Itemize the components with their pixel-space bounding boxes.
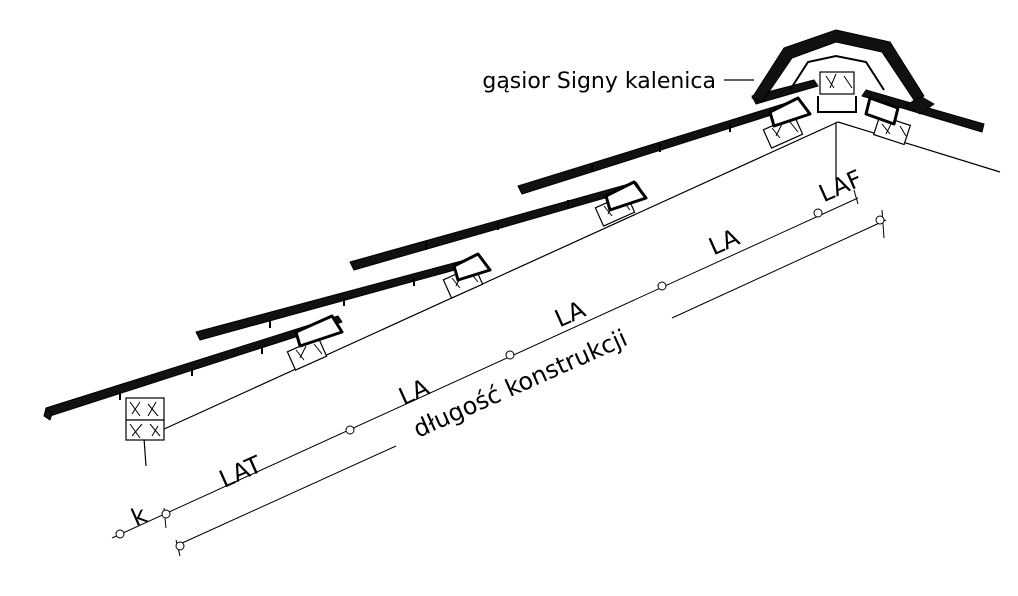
dimension-line-construction-right: [671, 219, 887, 319]
dim-tick-1: [115, 529, 125, 539]
dimension-line-lower: [111, 197, 859, 539]
construction-length-label: długość konstrukcji: [409, 324, 631, 443]
dim-label-lat: LAT: [215, 450, 266, 493]
dim-label-laf: LAF: [815, 164, 867, 208]
rafter-top-line: [139, 121, 839, 441]
dim-label-la-3: LA: [705, 223, 745, 261]
dimension-ticks: [115, 208, 885, 551]
battens: [286, 71, 912, 371]
dim-tick-3: [345, 425, 355, 435]
roof-tiles: [43, 79, 985, 421]
eaves-batten-upper: [125, 397, 165, 421]
eaves-batten-lower: [125, 419, 165, 441]
eaves-battens: [125, 397, 165, 441]
dimension-line-construction-left: [179, 445, 397, 545]
dim-label-k: k: [127, 501, 151, 532]
dim-label-la-1: LA: [395, 373, 435, 411]
dim-tick-8: [875, 215, 885, 225]
dim-tick-7: [175, 541, 185, 551]
tile-3: [349, 181, 641, 271]
rafter-right-slope: [837, 121, 1001, 173]
dim-label-la-2: LA: [551, 295, 591, 333]
tile-nibs: [119, 124, 731, 400]
ridge-label: gąsior Signy kalenica: [482, 69, 716, 94]
rafter-lines: [139, 121, 1001, 467]
batten-right: [872, 114, 912, 146]
ridge-batten: [819, 71, 855, 95]
dim-tick-5: [657, 281, 667, 291]
dimension-lines: [111, 189, 887, 557]
ridge-cap-shape: [751, 29, 925, 103]
ridge-cap: [751, 29, 925, 113]
dim-tick-2: [161, 509, 171, 519]
dim-tick-4: [505, 350, 515, 360]
dim-tick-6: [813, 208, 823, 218]
eaves-end-line: [143, 437, 147, 467]
